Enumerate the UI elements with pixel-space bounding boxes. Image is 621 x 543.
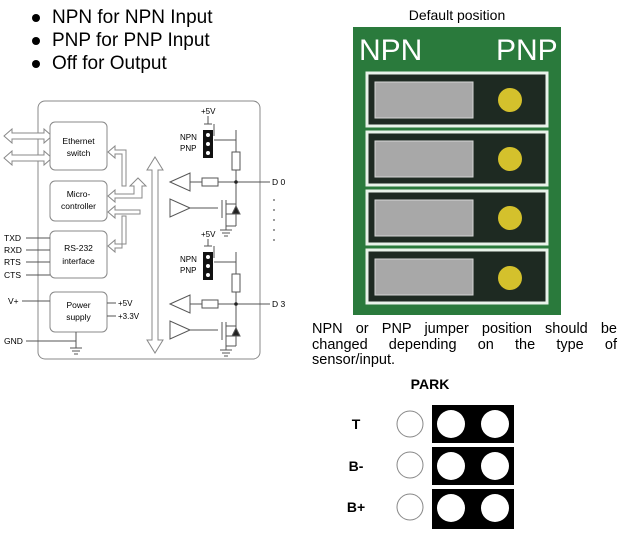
- block-schematic: Ethernet switch Micro- controller RS-232…: [3, 100, 286, 360]
- micro-label-2: controller: [61, 201, 96, 211]
- power-out-5v: +5V: [118, 299, 133, 308]
- mode-bullet-list: NPN for NPN Input PNP for PNP Input Off …: [30, 6, 213, 75]
- ethernet-label-2: switch: [67, 148, 91, 158]
- channel-d0-circuit: [168, 124, 270, 237]
- supply-5v-top: +5V: [201, 107, 216, 116]
- channel-d0-label: D 0: [272, 177, 286, 187]
- park-row-t: T: [352, 416, 361, 432]
- signal-cts: CTS: [4, 270, 21, 280]
- jumper-slot-2: [365, 130, 549, 187]
- power-label-2: supply: [66, 312, 91, 322]
- power-out-33v: +3.3V: [118, 312, 140, 321]
- park-row-bminus: B-: [349, 458, 364, 474]
- jumper-pnp-bottom: PNP: [180, 266, 196, 275]
- jumper-caption: NPN or PNP jumper position should be cha…: [312, 321, 617, 368]
- jumper-npn-bottom: NPN: [180, 255, 197, 264]
- bullet-dot-icon: [32, 14, 40, 22]
- internal-bus-arrows-icon: [107, 144, 148, 254]
- rs232-block: [49, 230, 108, 279]
- bullet-dot-icon: [32, 37, 40, 45]
- jumper-header-bottom-icon: [203, 252, 213, 280]
- micro-label-1: Micro-: [67, 189, 91, 199]
- jumper-slot-3: [365, 189, 549, 246]
- signal-txd: TXD: [4, 233, 21, 243]
- default-position-title: Default position: [408, 7, 506, 23]
- park-header-row-1: [432, 405, 514, 443]
- ethernet-label-1: Ethernet: [62, 136, 95, 146]
- bullet-item-off: Off for Output: [30, 52, 213, 75]
- jumper-npn-top: NPN: [180, 133, 197, 142]
- microcontroller-block: [49, 180, 108, 222]
- jumper-slot-1: [365, 71, 549, 128]
- bullet-text: NPN for NPN Input: [52, 7, 213, 28]
- power-label-1: Power: [66, 300, 90, 310]
- bullet-item-pnp: PNP for PNP Input: [30, 29, 213, 52]
- park-pin-icon: [396, 410, 424, 521]
- signal-gnd: GND: [4, 336, 23, 346]
- park-jumper-diagram: PARK T B- B+: [347, 376, 514, 529]
- bullet-item-npn: NPN for NPN Input: [30, 6, 213, 29]
- ground-symbol-icon: [70, 347, 82, 355]
- park-header-row-2: [432, 447, 514, 485]
- power-supply-block: [49, 291, 108, 333]
- jumper-pnp-top: PNP: [180, 144, 196, 153]
- signal-rts: RTS: [4, 257, 21, 267]
- board-npn-label: NPN: [359, 34, 422, 67]
- channel-ellipsis-icon: [273, 199, 275, 241]
- rs232-label-2: interface: [62, 256, 95, 266]
- jumper-header-top-icon: [203, 130, 213, 158]
- bullet-text: PNP for PNP Input: [52, 30, 210, 51]
- jumper-slot-4: [365, 248, 549, 305]
- park-title: PARK: [411, 376, 450, 392]
- channel-d3-circuit: [168, 246, 270, 357]
- board-pnp-label: PNP: [496, 34, 558, 67]
- bullet-text: Off for Output: [52, 53, 167, 74]
- default-position-board: NPN PNP: [353, 27, 561, 315]
- signal-rxd: RXD: [4, 245, 22, 255]
- park-header-row-3: [432, 489, 514, 529]
- vertical-bus-arrow-icon: [146, 156, 164, 354]
- ethernet-switch-block: [49, 121, 108, 171]
- channel-d3-label: D 3: [272, 299, 286, 309]
- bullet-dot-icon: [32, 60, 40, 68]
- signal-vplus: V+: [8, 296, 19, 306]
- park-row-bplus: B+: [347, 499, 365, 515]
- supply-5v-bottom: +5V: [201, 230, 216, 239]
- rs232-label-1: RS-232: [64, 243, 93, 253]
